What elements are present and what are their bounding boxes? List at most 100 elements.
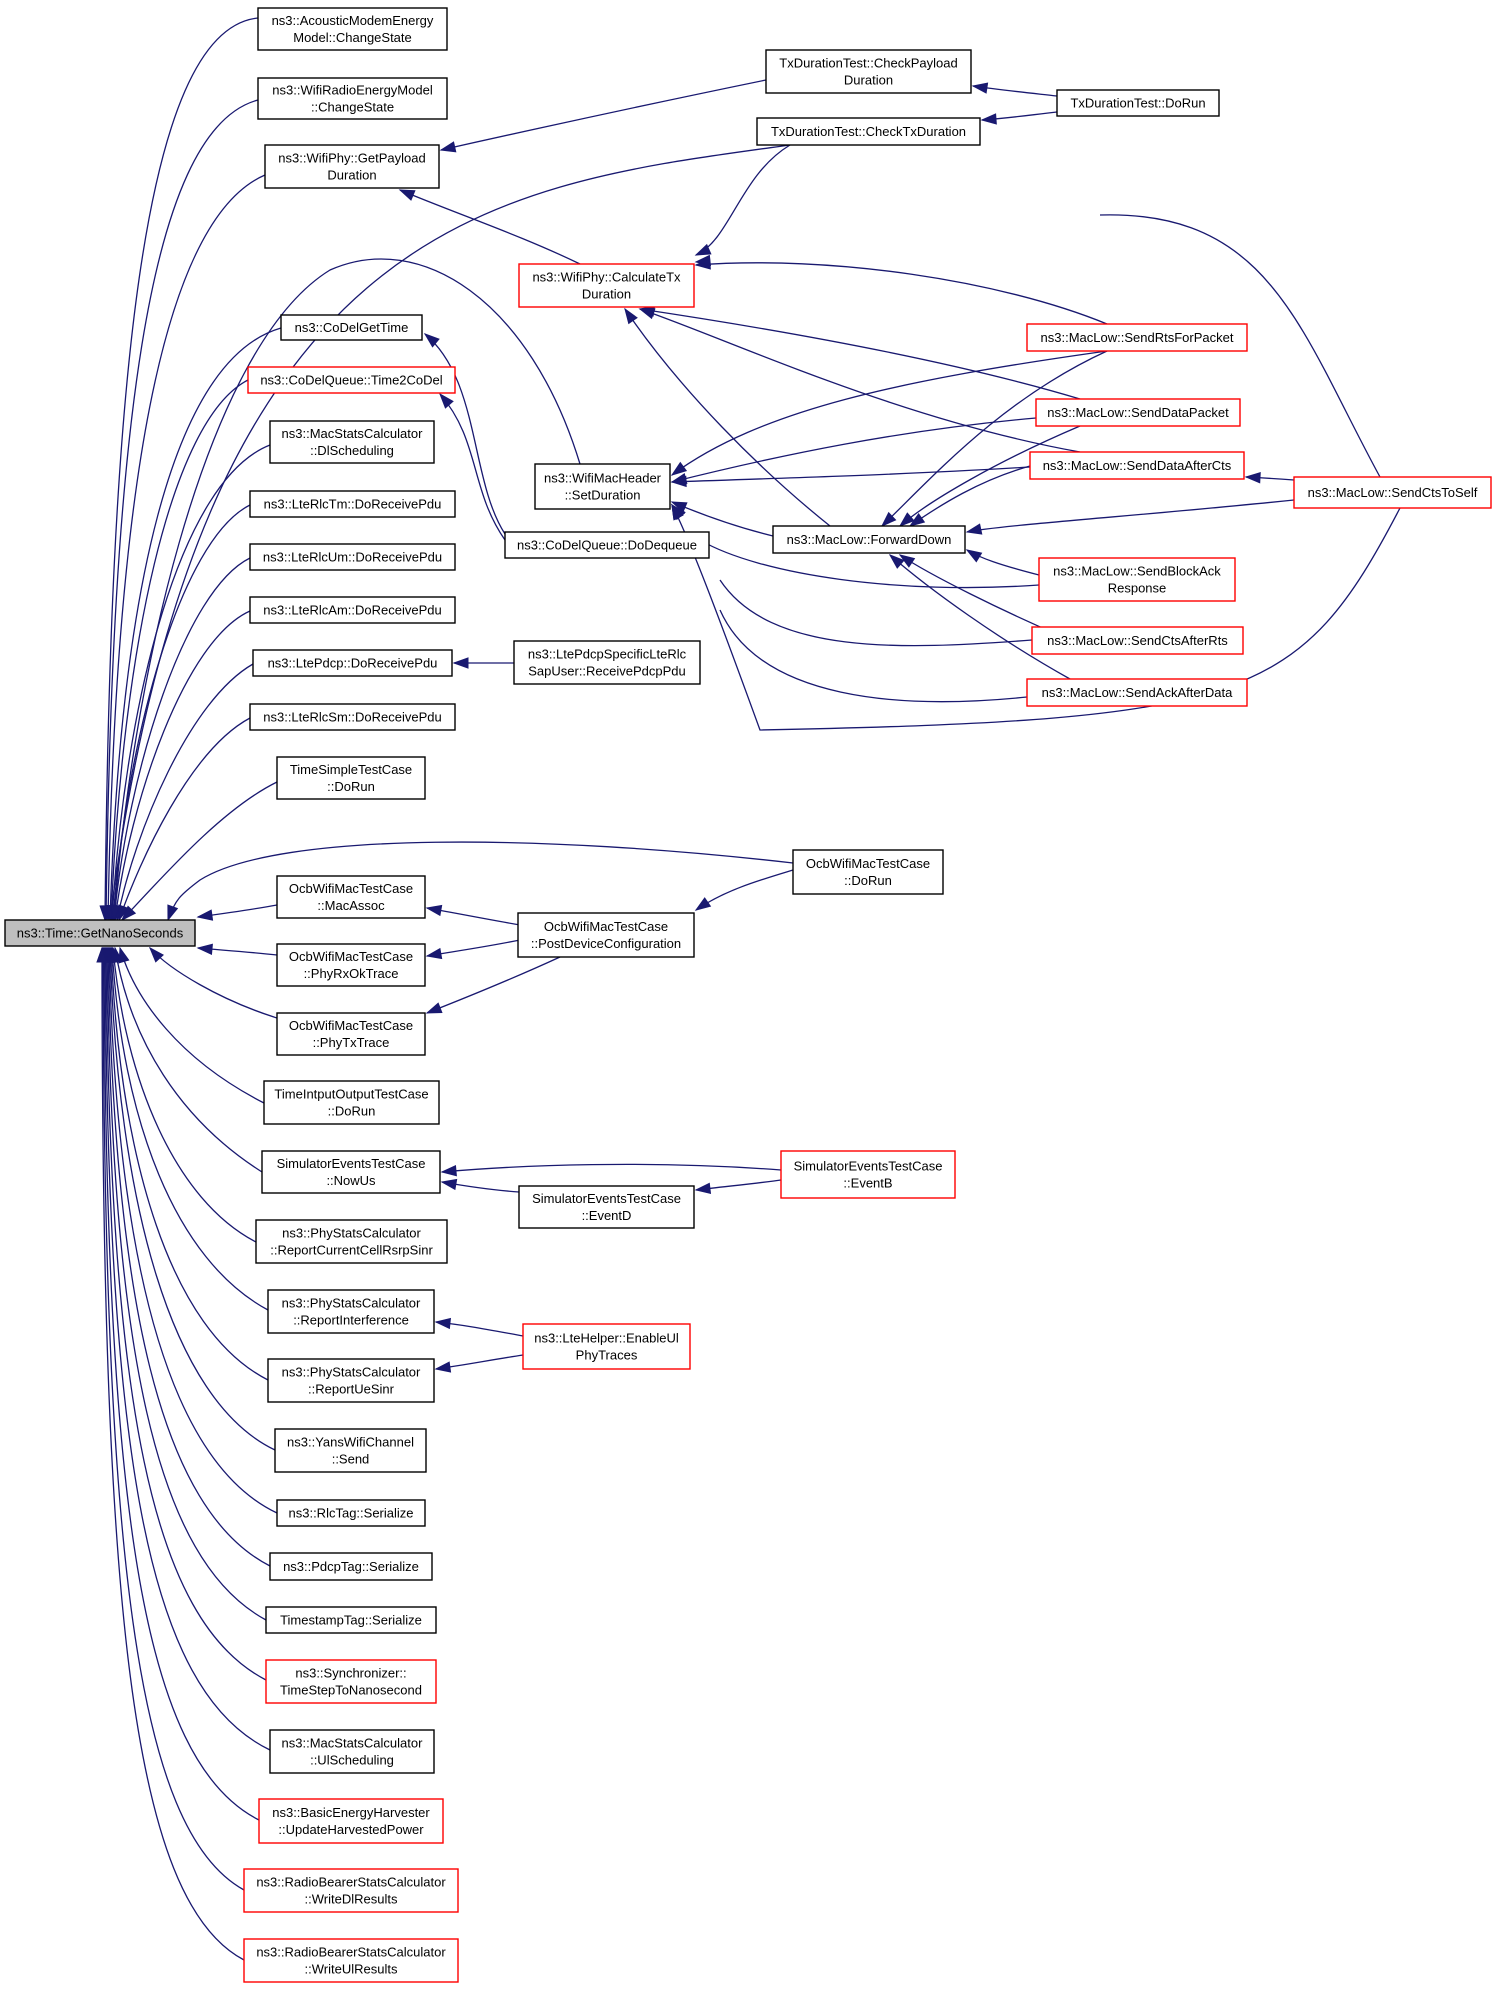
node-box xyxy=(756,117,981,146)
edge-acoustic-to-root xyxy=(99,17,259,922)
node-box xyxy=(276,943,426,987)
node-time2codel[interactable]: ns3::CoDelQueue::Time2CoDel xyxy=(247,366,456,394)
arrowhead-icon xyxy=(965,523,983,535)
node-box xyxy=(534,463,671,510)
node-harvest[interactable]: ns3::BasicEnergyHarvester::UpdateHarvest… xyxy=(258,1798,444,1844)
node-setdur[interactable]: ns3::WifiMacHeader::SetDuration xyxy=(534,463,671,510)
edge-line xyxy=(695,262,1108,325)
node-phytx[interactable]: OcbWifiMacTestCase::PhyTxTrace xyxy=(276,1012,426,1056)
node-eventd[interactable]: SimulatorEventsTestCase::EventD xyxy=(518,1185,695,1229)
node-macassoc[interactable]: OcbWifiMacTestCase::MacAssoc xyxy=(276,875,426,919)
node-box xyxy=(269,420,435,464)
arrowhead-icon xyxy=(670,461,688,476)
node-wifiradio[interactable]: ns3::WifiRadioEnergyModel::ChangeState xyxy=(257,77,448,120)
edge-senddataaftercts-to-calctx xyxy=(638,308,1081,453)
node-rsrpsinr[interactable]: ns3::PhyStatsCalculator::ReportCurrentCe… xyxy=(255,1219,448,1264)
edge-line xyxy=(167,841,794,921)
arrowhead-icon xyxy=(425,1002,443,1014)
node-uesinr[interactable]: ns3::PhyStatsCalculator::ReportUeSinr xyxy=(267,1358,435,1403)
node-recvpdcp[interactable]: ns3::LtePdcpSpecificLteRlcSapUser::Recei… xyxy=(513,640,701,685)
node-dlsched[interactable]: ns3::MacStatsCalculator::DlScheduling xyxy=(269,420,435,464)
edge-line xyxy=(440,79,767,151)
node-box xyxy=(276,1499,426,1527)
arrowhead-icon xyxy=(671,503,684,521)
node-label-line: ns3::PhyStatsCalculator xyxy=(282,1296,421,1311)
arrowhead-icon xyxy=(694,1182,712,1194)
edge-dodequeue-to-time2codel xyxy=(439,392,506,541)
node-label-line: OcbWifiMacTestCase xyxy=(289,1018,413,1033)
node-label-line: ns3::MacLow::ForwardDown xyxy=(787,532,952,547)
node-label-line: ::PostDeviceConfiguration xyxy=(531,936,681,951)
edge-rlcsm-to-root xyxy=(118,717,251,922)
node-sync[interactable]: ns3::Synchronizer::TimeStepToNanosecond xyxy=(265,1659,437,1704)
node-tstag[interactable]: TimestampTag::Serialize xyxy=(265,1606,437,1634)
node-label-line: Model::ChangeState xyxy=(293,30,412,45)
node-senddata[interactable]: ns3::MacLow::SendDataPacket xyxy=(1035,398,1241,427)
edge-rlctm-to-root xyxy=(108,504,251,922)
node-box xyxy=(249,596,456,624)
edge-line xyxy=(109,327,282,921)
node-sendackafterdata[interactable]: ns3::MacLow::SendAckAfterData xyxy=(1026,678,1248,707)
node-label-line: OcbWifiMacTestCase xyxy=(289,881,413,896)
node-txdorun[interactable]: TxDurationTest::DoRun xyxy=(1056,89,1220,117)
arrowhead-icon xyxy=(440,1165,457,1177)
node-label-line: ::WriteDlResults xyxy=(305,1892,398,1907)
node-box xyxy=(269,1729,435,1774)
node-label-line: OcbWifiMacTestCase xyxy=(544,919,668,934)
node-label-line: ns3::PhyStatsCalculator xyxy=(282,1226,421,1241)
arrowhead-icon xyxy=(434,1361,452,1373)
node-codelgettime[interactable]: ns3::CoDelGetTime xyxy=(280,314,423,341)
node-box xyxy=(518,263,695,308)
node-sendctstoself[interactable]: ns3::MacLow::SendCtsToSelf xyxy=(1293,476,1492,509)
edge-writeul-to-root xyxy=(96,946,245,1961)
node-ocbdorun[interactable]: OcbWifiMacTestCase::DoRun xyxy=(792,849,944,895)
root-node[interactable]: ns3::Time::GetNanoSeconds xyxy=(4,919,196,947)
edge-calctx-to-getpayload xyxy=(398,189,581,265)
node-checktx[interactable]: TxDurationTest::CheckTxDuration xyxy=(756,117,981,146)
node-eventb[interactable]: SimulatorEventsTestCase::EventB xyxy=(780,1150,956,1199)
node-rlcam[interactable]: ns3::LteRlcAm::DoReceivePdu xyxy=(249,596,456,624)
node-writedl[interactable]: ns3::RadioBearerStatsCalculator::WriteDl… xyxy=(243,1868,459,1913)
edge-line xyxy=(671,466,1031,483)
node-senddataaftercts[interactable]: ns3::MacLow::SendDataAfterCts xyxy=(1029,451,1245,480)
edge-wifiradio-to-root xyxy=(100,99,259,922)
node-nowus[interactable]: SimulatorEventsTestCase::NowUs xyxy=(261,1150,441,1194)
edge-line xyxy=(121,781,278,921)
node-label-line: ::DlScheduling xyxy=(310,443,394,458)
node-writeul[interactable]: ns3::RadioBearerStatsCalculator::WriteUl… xyxy=(243,1938,459,1983)
node-rlctag[interactable]: ns3::RlcTag::Serialize xyxy=(276,1499,426,1527)
edge-postdev-to-phytx xyxy=(425,956,561,1014)
node-pdcptag[interactable]: ns3::PdcpTag::Serialize xyxy=(269,1552,433,1581)
node-rlctm[interactable]: ns3::LteRlcTm::DoReceivePdu xyxy=(249,490,456,518)
node-timeio[interactable]: TimeIntputOutputTestCase::DoRun xyxy=(263,1080,440,1125)
node-box xyxy=(264,144,440,189)
node-timesimple[interactable]: TimeSimpleTestCase::DoRun xyxy=(276,756,426,800)
node-box xyxy=(243,1868,459,1913)
node-ulsched[interactable]: ns3::MacStatsCalculator::UlScheduling xyxy=(269,1729,435,1774)
node-label-line: ns3::MacLow::SendCtsAfterRts xyxy=(1047,633,1228,648)
node-phyrxok[interactable]: OcbWifiMacTestCase::PhyRxOkTrace xyxy=(276,943,426,987)
node-ltepdcp[interactable]: ns3::LtePdcp::DoReceivePdu xyxy=(252,649,453,677)
node-label-line: ns3::CoDelGetTime xyxy=(295,320,409,335)
node-sendctsafterrts[interactable]: ns3::MacLow::SendCtsAfterRts xyxy=(1031,626,1244,655)
node-yanssend[interactable]: ns3::YansWifiChannel::Send xyxy=(274,1428,427,1473)
node-dodequeue[interactable]: ns3::CoDelQueue::DoDequeue xyxy=(504,531,710,559)
node-box xyxy=(257,77,448,120)
arrowhead-icon xyxy=(120,905,137,922)
node-rlcsm[interactable]: ns3::LteRlcSm::DoReceivePdu xyxy=(249,703,456,731)
node-rlcum[interactable]: ns3::LteRlcUm::DoReceivePdu xyxy=(249,543,456,571)
node-fwddown[interactable]: ns3::MacLow::ForwardDown xyxy=(772,525,966,554)
node-label-line: SimulatorEventsTestCase xyxy=(794,1159,943,1174)
node-acoustic[interactable]: ns3::AcousticModemEnergyModel::ChangeSta… xyxy=(257,7,448,51)
node-interf[interactable]: ns3::PhyStatsCalculator::ReportInterfere… xyxy=(267,1289,435,1334)
node-label-line: ns3::LteRlcAm::DoReceivePdu xyxy=(263,603,441,618)
edge-line xyxy=(719,609,1028,703)
node-postdev[interactable]: OcbWifiMacTestCase::PostDeviceConfigurat… xyxy=(517,912,695,958)
node-sendrts[interactable]: ns3::MacLow::SendRtsForPacket xyxy=(1026,323,1248,352)
node-box xyxy=(276,1012,426,1056)
